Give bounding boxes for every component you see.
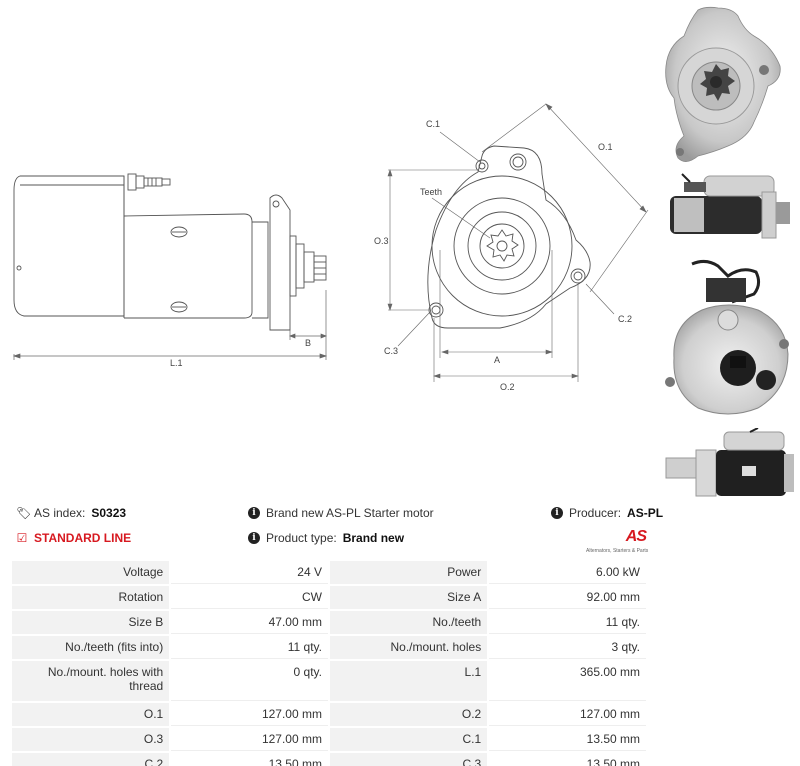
standard-line-row: ☑ STANDARD LINE: [16, 531, 132, 545]
dim-label-l1: L.1: [170, 358, 183, 368]
spec-label: O.2: [329, 703, 488, 726]
standard-line-label: STANDARD LINE: [34, 531, 132, 545]
table-row: No./teeth (fits into) 11 qty. No./mount.…: [12, 636, 646, 659]
product-type-row: i Product type: Brand new: [248, 531, 404, 545]
spec-value: 13.50 mm: [171, 753, 328, 766]
spec-value: 3 qty.: [489, 636, 646, 659]
spec-label: Voltage: [12, 561, 170, 584]
spec-label: Size A: [329, 586, 488, 609]
front-view-drawing: C.1 O.1 O.3 Teeth C.2 C.3 A O.2: [374, 103, 649, 392]
as-pl-logo[interactable]: AS Alternators, Starters & Parts: [586, 528, 650, 554]
producer-row: i Producer: AS-PL: [551, 506, 663, 520]
spec-value: CW: [171, 586, 328, 609]
spec-label: O.3: [12, 728, 170, 751]
as-index-label: AS index:: [34, 506, 86, 520]
spec-value: 24 V: [171, 561, 328, 584]
info-icon: i: [248, 507, 260, 519]
spec-label: No./teeth (fits into): [12, 636, 170, 659]
table-row: O.3 127.00 mm C.1 13.50 mm: [12, 728, 646, 751]
product-info: 🏷︎ AS index: S0323 ☑ STANDARD LINE i Bra…: [14, 504, 786, 556]
spec-value: 13.50 mm: [489, 753, 646, 766]
dim-label-o3: O.3: [374, 236, 389, 246]
side-view-drawing: L.1 B: [12, 173, 328, 368]
dim-label-teeth: Teeth: [420, 187, 442, 197]
spec-value: 47.00 mm: [171, 611, 328, 634]
tag-icon: 🏷︎: [16, 506, 32, 520]
spec-label: No./teeth: [329, 611, 488, 634]
table-row: Voltage 24 V Power 6.00 kW: [12, 561, 646, 584]
check-square-icon: ☑: [16, 531, 28, 545]
spec-value: 6.00 kW: [489, 561, 646, 584]
info-icon: i: [248, 532, 260, 544]
dim-label-c2: C.2: [618, 314, 632, 324]
info-icon: i: [551, 507, 563, 519]
spec-value: 365.00 mm: [489, 661, 646, 701]
product-photo-side[interactable]: [664, 168, 794, 244]
spec-value: 0 qty.: [171, 661, 328, 701]
producer-value: AS-PL: [627, 506, 664, 520]
spec-label: No./mount. holes with thread: [12, 661, 170, 701]
producer-label: Producer:: [569, 506, 622, 520]
table-row: Size B 47.00 mm No./teeth 11 qty.: [12, 611, 646, 634]
spec-value: 13.50 mm: [489, 728, 646, 751]
technical-drawings: L.1 B: [12, 103, 649, 392]
spec-label: Size B: [12, 611, 170, 634]
table-row: No./mount. holes with thread 0 qty. L.1 …: [12, 661, 646, 701]
spec-label: L.1: [329, 661, 488, 701]
logo-subtitle: Alternators, Starters & Parts: [586, 548, 649, 554]
product-photo-front[interactable]: [658, 6, 784, 170]
spec-value: 127.00 mm: [171, 728, 328, 751]
spec-label: No./mount. holes: [329, 636, 488, 659]
dim-label-c1: C.1: [426, 119, 440, 129]
as-index-value: S0323: [91, 506, 127, 520]
product-photo-bottom-side[interactable]: [662, 428, 798, 506]
specifications-table: Voltage 24 V Power 6.00 kW Rotation CW S…: [10, 559, 648, 766]
dim-label-a: A: [494, 355, 500, 365]
table-row: C.2 13.50 mm C.3 13.50 mm: [12, 753, 646, 766]
spec-label: C.3: [329, 753, 488, 766]
product-type-label: Product type:: [266, 531, 337, 545]
spec-value: 92.00 mm: [489, 586, 646, 609]
spec-value: 11 qty.: [171, 636, 328, 659]
as-index-row: 🏷︎ AS index: S0323: [16, 506, 126, 520]
spec-label: C.1: [329, 728, 488, 751]
spec-value: 127.00 mm: [489, 703, 646, 726]
table-row: O.1 127.00 mm O.2 127.00 mm: [12, 703, 646, 726]
spec-label: O.1: [12, 703, 170, 726]
product-type-value: Brand new: [342, 531, 405, 545]
dim-label-o2: O.2: [500, 382, 515, 392]
logo-mark: AS: [625, 528, 647, 545]
spec-label: C.2: [12, 753, 170, 766]
dim-label-c3: C.3: [384, 346, 398, 356]
brand-new-text: Brand new AS-PL Starter motor: [266, 506, 434, 520]
spec-label: Rotation: [12, 586, 170, 609]
table-row: Rotation CW Size A 92.00 mm: [12, 586, 646, 609]
product-photo-rear[interactable]: [662, 258, 798, 422]
dim-label-o1: O.1: [598, 142, 613, 152]
spec-value: 11 qty.: [489, 611, 646, 634]
dim-label-b: B: [305, 338, 311, 348]
spec-label: Power: [329, 561, 488, 584]
brand-new-row: i Brand new AS-PL Starter motor: [248, 506, 434, 520]
spec-value: 127.00 mm: [171, 703, 328, 726]
